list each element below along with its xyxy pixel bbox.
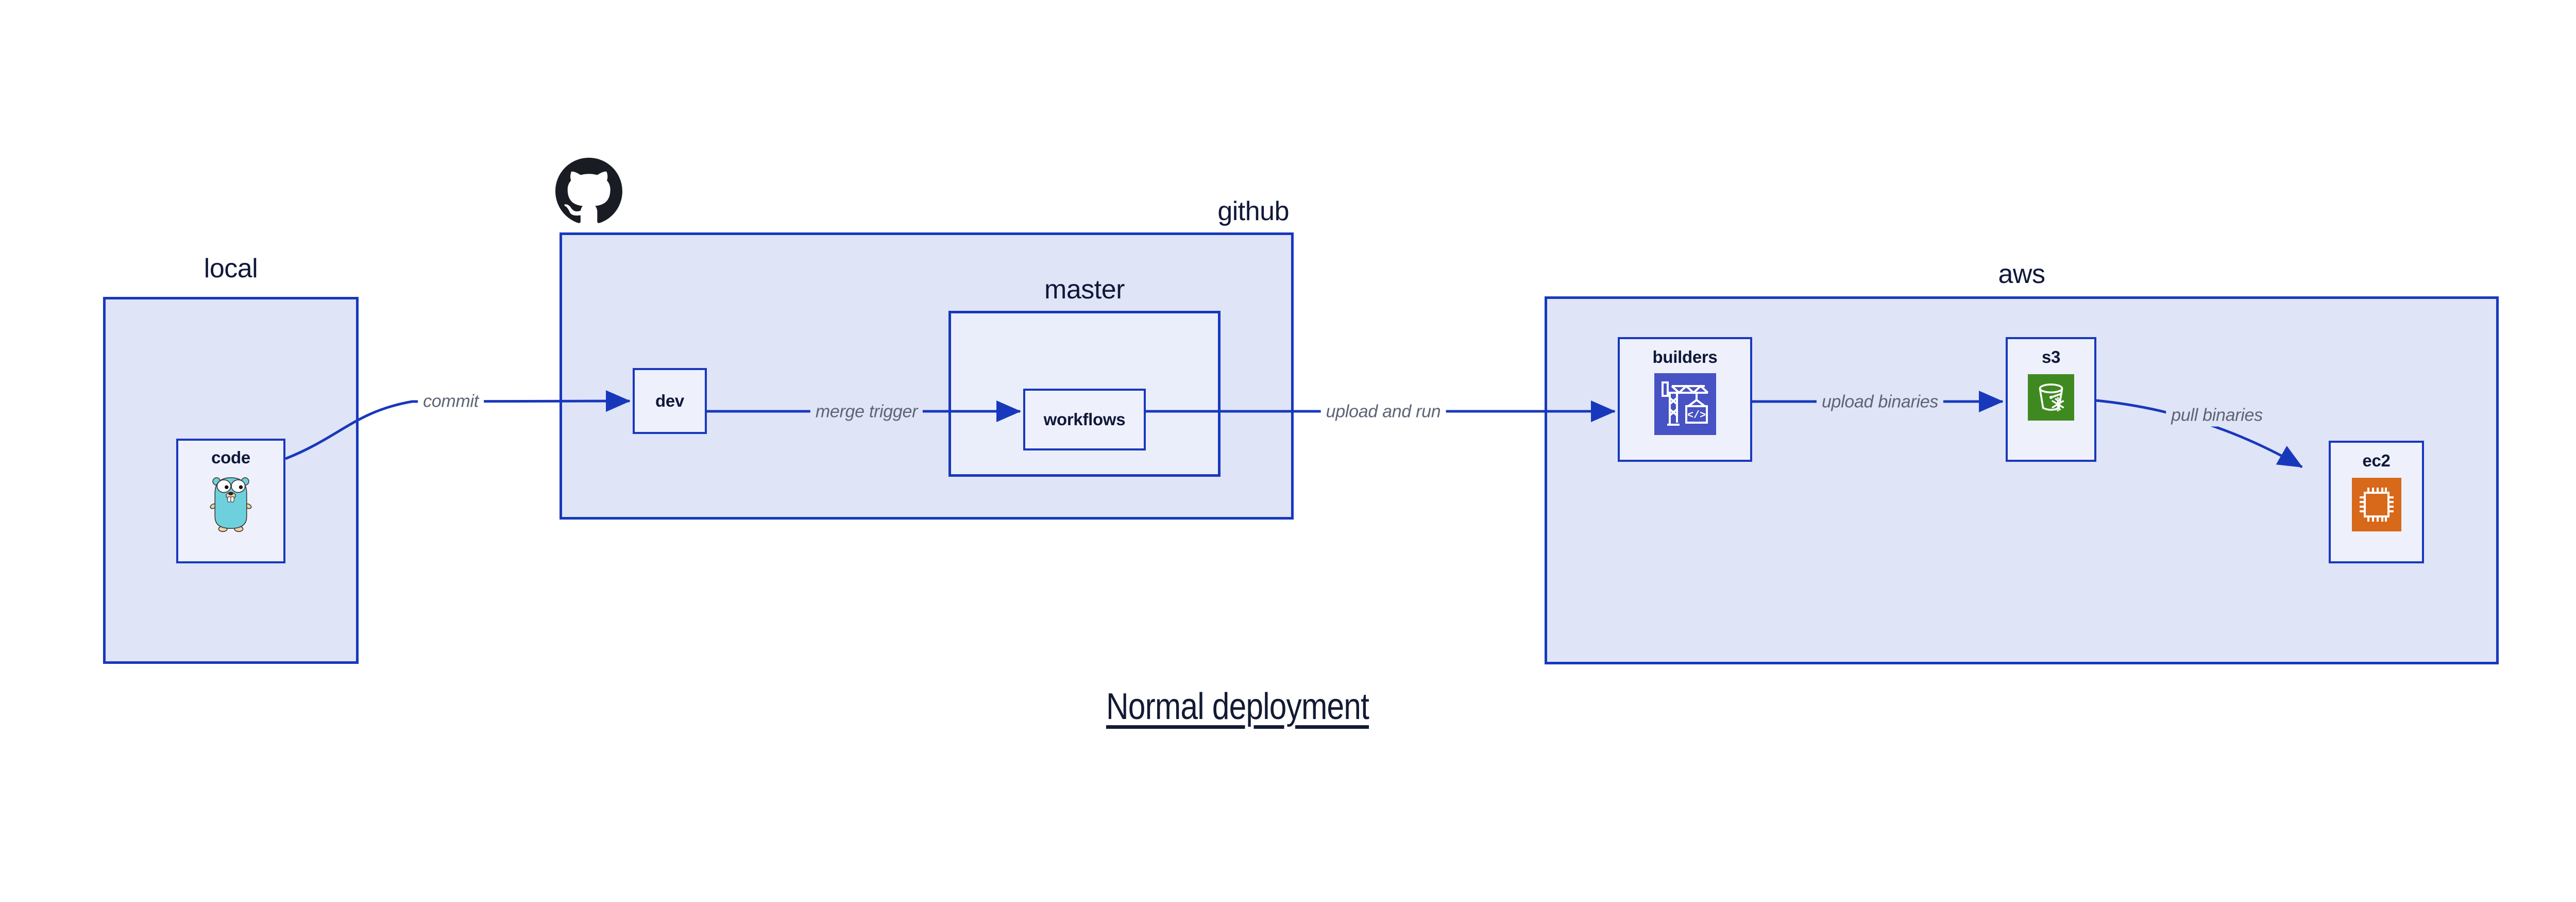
container-label-aws: aws [1998, 259, 2045, 289]
builders-icon-code-glyph: </> [1687, 410, 1705, 422]
go-gopher-icon [210, 473, 252, 536]
node-ec2: ec2 [2329, 441, 2424, 563]
codebuild-crane-icon: </> [1654, 373, 1716, 438]
diagram-title: Normal deployment [1106, 686, 1369, 727]
node-label-workflows: workflows [1043, 410, 1126, 429]
node-workflows: workflows [1023, 389, 1146, 450]
edge-label-pull-binaries: pull binaries [2166, 404, 2268, 427]
node-s3: s3 [2006, 337, 2096, 462]
node-label-ec2: ec2 [2362, 451, 2391, 470]
container-label-local: local [204, 254, 258, 283]
node-builders: builders </> [1618, 337, 1752, 462]
node-label-builders: builders [1652, 347, 1718, 366]
container-label-github: github [1217, 196, 1289, 226]
edge-label-commit: commit [418, 390, 484, 413]
node-label-code: code [211, 448, 250, 467]
github-octocat-logo-icon [555, 158, 622, 225]
s3-glacier-bucket-icon [2028, 374, 2074, 423]
node-label-dev: dev [655, 391, 684, 410]
edge-label-upload-and-run: upload and run [1320, 400, 1446, 423]
node-label-s3: s3 [2041, 347, 2061, 366]
node-code: code [176, 439, 285, 563]
edge-label-upload-binaries: upload binaries [1816, 391, 1944, 413]
edge-label-merge-trigger: merge trigger [810, 400, 923, 423]
ec2-chip-icon [2351, 478, 2401, 534]
node-dev: dev [633, 368, 707, 434]
container-label-master: master [1044, 275, 1125, 305]
